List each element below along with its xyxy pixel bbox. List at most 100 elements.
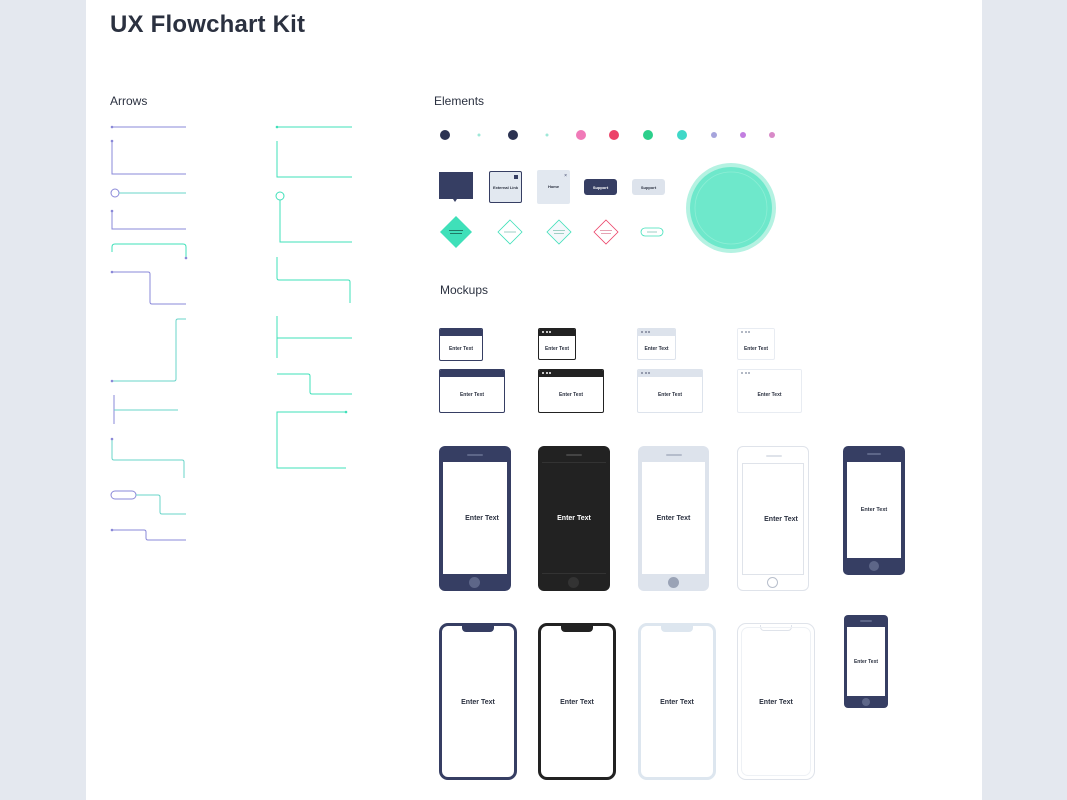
arrows-panel xyxy=(110,125,352,541)
browser-large-black-label: Enter Text xyxy=(558,392,584,398)
iphone8-navy-label: Enter Text xyxy=(465,515,499,522)
iphone8-small-navy[interactable]: Enter Text xyxy=(843,446,905,575)
external-link-icon xyxy=(514,175,518,179)
browser-small-black[interactable]: Enter Text xyxy=(538,328,576,360)
iphone8-black[interactable]: Enter Text xyxy=(538,446,610,591)
support-dark-label: Support xyxy=(592,185,609,190)
iphonex-outline-label: Enter Text xyxy=(759,699,793,706)
iphone-se-navy[interactable]: Enter Text xyxy=(844,615,888,708)
marker-pink-small xyxy=(769,132,775,138)
support-button-dark[interactable]: Support xyxy=(584,179,617,195)
arrow-step-teal-2[interactable] xyxy=(277,373,352,395)
browser-large-outline-label: Enter Text xyxy=(757,392,782,398)
home-button xyxy=(767,577,778,588)
marker-teal-dot-2 xyxy=(545,133,549,137)
arrow-elbow-2[interactable] xyxy=(110,209,186,230)
speech-bubble-element[interactable] xyxy=(438,172,474,204)
arrow-step-2[interactable] xyxy=(110,528,186,541)
home-button xyxy=(668,577,679,588)
arrow-branch[interactable] xyxy=(113,395,178,424)
iphone8-outline[interactable]: Enter Text xyxy=(737,446,809,591)
notch xyxy=(561,626,593,632)
arrow-step-1[interactable] xyxy=(110,270,186,305)
section-title-mockups: Mockups xyxy=(440,283,489,297)
decision-diamond-red-outline[interactable] xyxy=(593,219,619,245)
section-title-elements: Elements xyxy=(434,94,485,108)
arrow-elbow-teal-1[interactable] xyxy=(276,141,352,178)
support-button-light[interactable]: Support xyxy=(632,179,665,195)
arrow-drop[interactable] xyxy=(110,437,185,478)
iphonex-outline[interactable]: Enter Text xyxy=(737,623,815,780)
arrow-pill-step[interactable] xyxy=(110,490,186,515)
browser-small-outline-label: Enter Text xyxy=(743,346,769,352)
browser-small-light-label: Enter Text xyxy=(644,346,669,352)
arrow-circle-elbow-teal[interactable] xyxy=(275,191,352,243)
home-element[interactable]: × Home xyxy=(537,170,570,204)
decision-diamond-teal-outline[interactable] xyxy=(497,219,523,245)
browser-large-black[interactable]: Enter Text xyxy=(538,369,604,413)
external-link-label: External Link xyxy=(492,185,519,190)
iphonex-navy-label: Enter Text xyxy=(461,699,495,706)
arrow-step-up[interactable] xyxy=(110,318,186,383)
external-link-element[interactable]: External Link xyxy=(489,171,522,203)
iphone8-light[interactable]: Enter Text xyxy=(638,446,709,591)
notch xyxy=(661,626,693,632)
iphonex-light[interactable]: Enter Text xyxy=(638,623,716,780)
home-label: Home xyxy=(547,184,560,189)
home-button xyxy=(862,698,870,706)
page-title: UX Flowchart Kit xyxy=(110,11,306,38)
home-button xyxy=(869,561,879,571)
iphone-se-navy-label: Enter Text xyxy=(853,659,879,665)
circle-markers-row xyxy=(440,130,775,140)
artboard: UX Flowchart Kit Arrows Elements Mockups xyxy=(86,0,982,800)
arrow-step-teal-1[interactable] xyxy=(276,257,351,303)
decision-diamond-light-outline[interactable] xyxy=(546,219,572,245)
notch xyxy=(760,625,792,631)
iphonex-light-label: Enter Text xyxy=(660,699,694,706)
decision-diamonds-row xyxy=(440,216,664,248)
browser-large-outline[interactable]: Enter Text xyxy=(737,369,802,413)
browser-small-navy-label: Enter Text xyxy=(448,346,474,352)
section-title-arrows: Arrows xyxy=(110,94,148,108)
arrow-loop[interactable] xyxy=(111,243,188,260)
marker-navy-1 xyxy=(440,130,450,140)
marker-purple-small xyxy=(711,132,717,138)
close-icon: × xyxy=(564,173,567,179)
marker-red xyxy=(609,130,619,140)
browser-small-navy[interactable]: Enter Text xyxy=(439,328,483,361)
home-button xyxy=(469,577,480,588)
arrow-branch-teal[interactable] xyxy=(276,316,352,358)
browser-large-navy[interactable]: Enter Text xyxy=(439,369,505,413)
iphonex-navy[interactable]: Enter Text xyxy=(439,623,517,780)
arrow-elbow-1[interactable] xyxy=(110,139,186,175)
browser-small-outline[interactable]: Enter Text xyxy=(737,328,775,360)
browser-small-light[interactable]: Enter Text xyxy=(637,328,676,360)
iphonex-black-label: Enter Text xyxy=(560,699,594,706)
browser-large-light-label: Enter Text xyxy=(657,392,683,398)
arrow-straight-purple-teal[interactable] xyxy=(110,125,186,129)
marker-teal xyxy=(677,130,687,140)
arrow-circle-start[interactable] xyxy=(110,188,186,198)
arrow-straight-teal[interactable] xyxy=(275,125,352,129)
browser-small-black-label: Enter Text xyxy=(544,346,570,352)
support-light-label: Support xyxy=(640,185,657,190)
large-teal-circle[interactable] xyxy=(684,162,778,256)
pill-outline-teal[interactable] xyxy=(640,227,664,237)
home-button xyxy=(568,577,579,588)
iphone8-navy[interactable]: Enter Text xyxy=(439,446,511,591)
arrow-frame-teal[interactable] xyxy=(276,410,348,469)
marker-violet-small xyxy=(740,132,746,138)
browser-large-navy-label: Enter Text xyxy=(459,392,485,398)
iphone8-light-label: Enter Text xyxy=(656,515,691,522)
marker-teal-dot xyxy=(477,133,481,137)
iphone8-outline-label: Enter Text xyxy=(764,516,798,523)
marker-navy-2 xyxy=(508,130,518,140)
decision-diamond-teal-filled[interactable] xyxy=(440,216,472,248)
browser-large-light[interactable]: Enter Text xyxy=(637,369,703,413)
iphone8-small-navy-label: Enter Text xyxy=(860,507,888,513)
notch xyxy=(462,626,494,632)
iphone8-black-label: Enter Text xyxy=(557,515,591,522)
marker-green xyxy=(643,130,653,140)
iphonex-black[interactable]: Enter Text xyxy=(538,623,616,780)
marker-pink xyxy=(576,130,586,140)
